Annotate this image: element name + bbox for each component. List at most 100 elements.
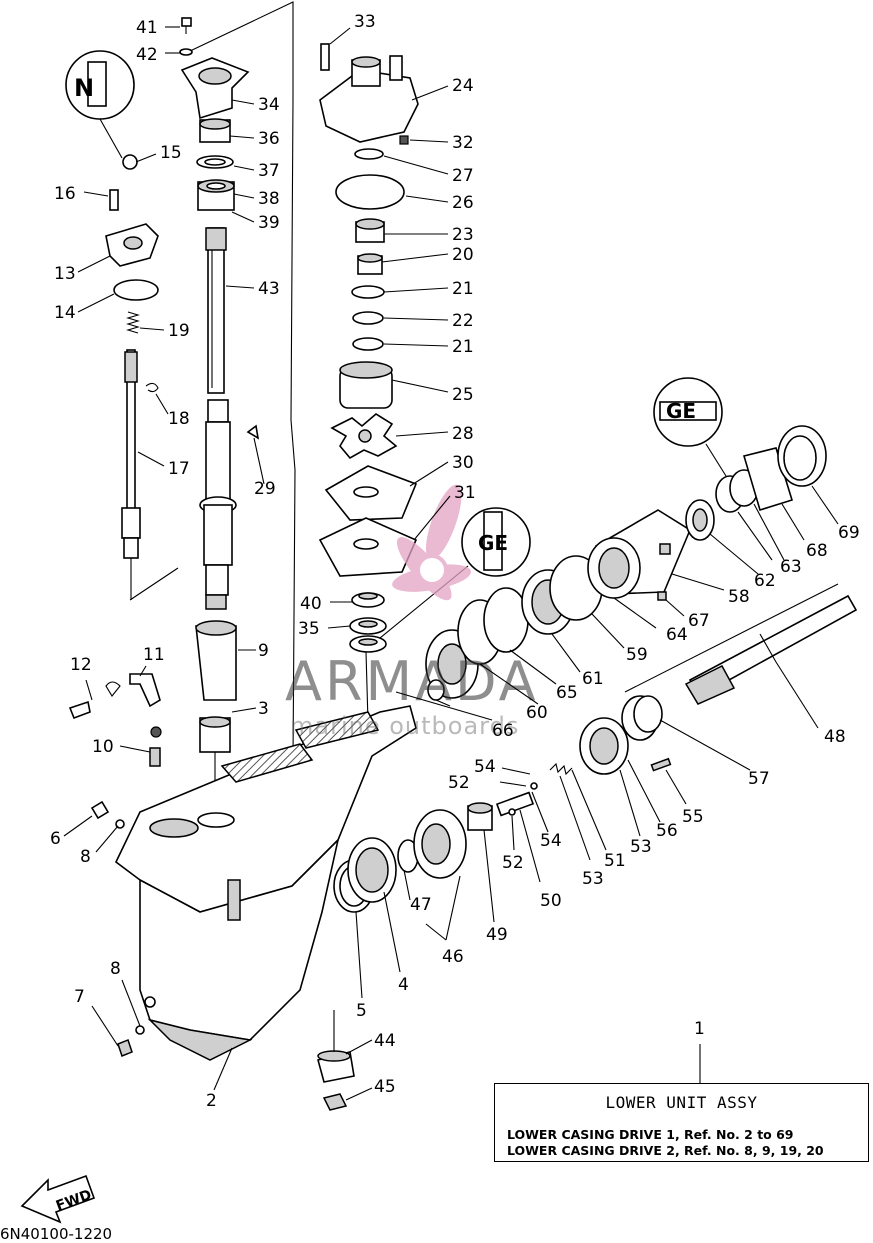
callout: 2 [206,1091,217,1111]
callout: 66 [492,721,514,741]
callout: 31 [454,483,476,503]
fasteners-left [68,673,162,1057]
callout: 5 [356,1001,367,1021]
callout: 54 [540,831,562,851]
callout: 25 [452,385,474,405]
grease-symbol-top-right: GE [653,377,727,477]
key-67 [657,591,667,601]
reverse-gear-group: GE GE [379,377,827,701]
callout: 15 [160,143,182,163]
bolt-33 [320,43,330,71]
callout: 50 [540,891,562,911]
callout: 54 [474,757,496,777]
callout: 44 [374,1031,396,1051]
callout: 23 [452,225,474,245]
callout: 10 [92,737,114,757]
oil-seals-63 [715,469,759,513]
callout: 39 [258,213,280,233]
callout: 14 [54,303,76,323]
watermark-subtitle: marine outboards [290,712,519,740]
callout: 55 [682,807,704,827]
callout: 3 [258,699,269,719]
callout: 58 [728,587,750,607]
callout: 19 [168,321,190,341]
callout: 35 [298,619,320,639]
callout: 27 [452,166,474,186]
callout: 42 [136,45,158,65]
washer-21-top [351,285,385,299]
pinion-44 [317,1010,355,1083]
key-29 [246,424,260,440]
lower-casing-2 [114,705,701,1084]
callout: 40 [300,594,322,614]
callout: 28 [452,424,474,444]
legend-title: LOWER UNIT ASSY [605,1093,758,1112]
ball-52 [530,782,538,790]
bearing-housing-56 [579,717,629,775]
o-ring-14 [113,279,159,301]
callout: 30 [452,453,474,473]
callout: 47 [410,895,432,915]
forward-gear-group [333,695,672,913]
callout: 16 [54,184,76,204]
callout: 59 [626,645,648,665]
shift-rod-17 [121,349,141,600]
seal-20 [357,253,383,275]
watermark-name: ARMADA [285,650,539,713]
callout: 22 [452,311,474,331]
callout: 62 [754,571,776,591]
drive-shaft-group [129,1,296,830]
callout: 7 [74,987,85,1007]
washer-42 [179,48,193,56]
callout: 8 [80,847,91,867]
legend-line: LOWER CASING DRIVE 2, Ref. No. 8, 9, 19,… [507,1143,824,1158]
seal-15 [122,154,138,170]
callout: 26 [452,193,474,213]
callout: 53 [582,869,604,889]
grease-symbol-middle: GE [379,507,531,639]
callout: 9 [258,641,269,661]
spring-19 [126,311,140,334]
forward-gear-46 [413,809,467,879]
callout: 18 [168,409,190,429]
callout: 1 [694,1019,705,1039]
callout: 60 [526,703,548,723]
callout: 32 [452,133,474,153]
bearing-housing-58 [587,509,692,599]
spring-51 [549,762,573,776]
callout: 38 [258,189,280,209]
legend-line: LOWER CASING DRIVE 1, Ref. No. 2 to 69 [507,1127,794,1142]
callout: 45 [374,1077,396,1097]
callout: 57 [748,769,770,789]
svg-text:N: N [74,74,94,102]
callout: 34 [258,95,280,115]
callout: 13 [54,264,76,284]
wing-11 [105,681,121,697]
callout: 20 [452,245,474,265]
bearing-4 [347,837,397,903]
sealant-symbol: N [65,50,135,159]
insert-cartridge-23 [355,218,385,243]
screw-12 [68,700,91,720]
callout: 68 [806,541,828,561]
nut-45 [322,1093,348,1111]
callout: 11 [143,645,165,665]
callout: 12 [70,655,92,675]
pump-housing-24 [319,55,419,145]
drive-shaft-43 [199,227,237,610]
callout: 33 [354,12,376,32]
callout: 63 [780,557,802,577]
bolt-41 [181,17,192,34]
needle-bearing-62 [685,499,715,541]
callout: 61 [582,669,604,689]
outer-plate-30 [324,465,418,521]
washer-8-bottom [135,1025,145,1035]
document-code: 6N40100-1220 [0,1225,113,1243]
bolt-10 [149,747,161,767]
callout: 69 [838,523,860,543]
ring-nut-69 [777,425,827,487]
callout: 64 [666,625,688,645]
legend-box: LOWER UNIT ASSY LOWER CASING DRIVE 1, Re… [494,1083,869,1162]
callout: 46 [442,947,464,967]
impeller-liner-25 [339,361,393,409]
